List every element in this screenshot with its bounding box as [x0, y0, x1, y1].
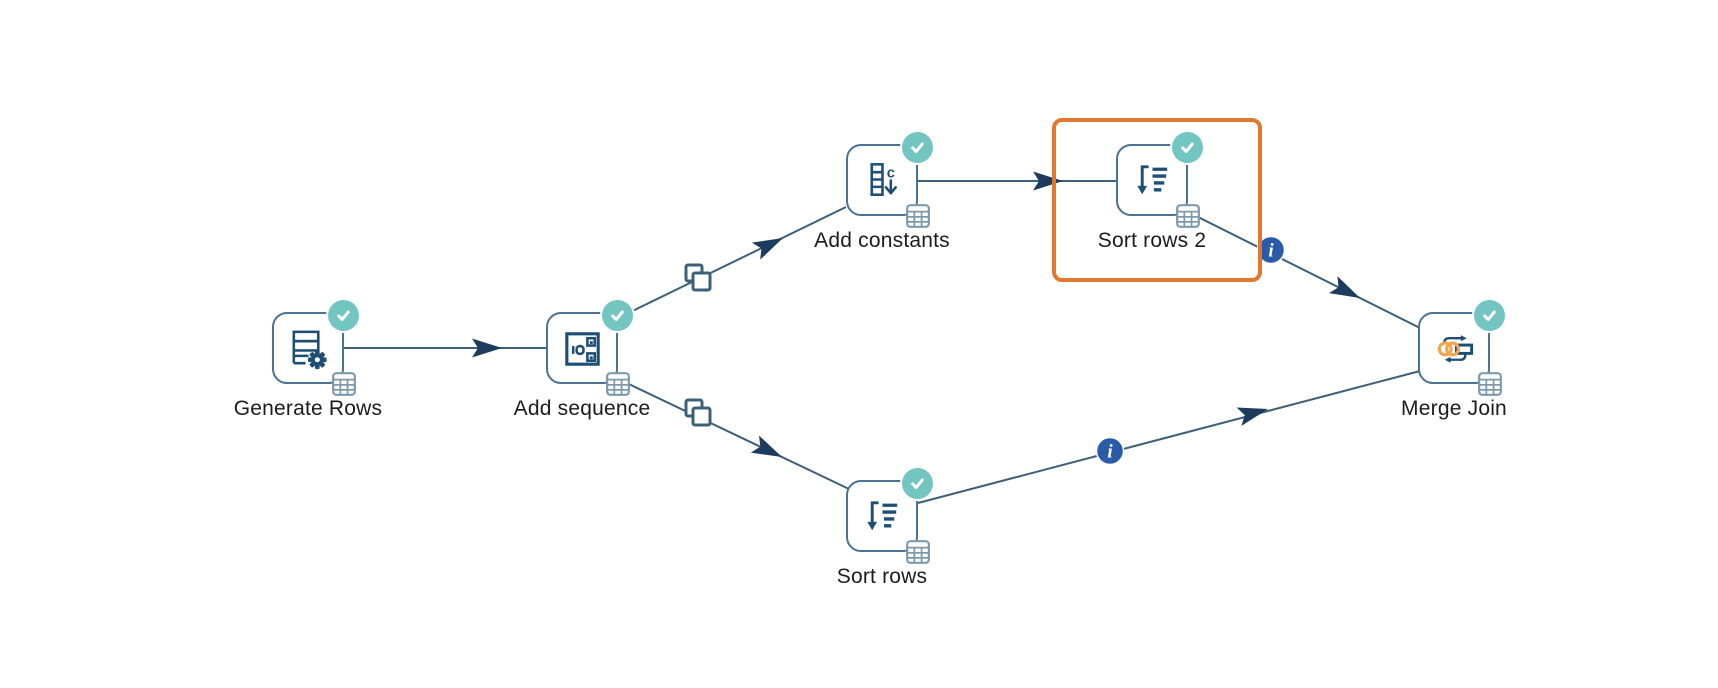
arrowhead-icon: [472, 338, 502, 358]
add-sequence-icon: [559, 325, 606, 372]
status-check-badge: [602, 300, 633, 331]
node-label: Sort rows: [836, 565, 928, 588]
check-icon: [911, 142, 924, 153]
status-check-badge: [328, 300, 359, 331]
info-glyph: i: [1107, 442, 1113, 463]
status-check-badge: [902, 468, 933, 499]
pipeline-node-add-constants[interactable]: Add constants: [814, 132, 950, 252]
node-label: Merge Join: [1401, 397, 1507, 420]
data-grid-icon[interactable]: [605, 371, 631, 397]
arrowhead-icon: [1236, 407, 1268, 426]
node-label: Add constants: [814, 229, 950, 252]
data-grid-icon[interactable]: [1175, 203, 1201, 229]
check-icon: [1181, 142, 1194, 153]
data-grid-icon[interactable]: [331, 371, 357, 397]
hop-line[interactable]: [611, 206, 847, 322]
sort-rows-icon: [859, 493, 906, 540]
check-icon: [1483, 310, 1496, 321]
hop-info-icon[interactable]: i: [1095, 436, 1125, 466]
pipeline-node-generate-rows[interactable]: Generate Rows: [234, 300, 382, 420]
status-check-badge: [902, 132, 933, 163]
data-grid-icon[interactable]: [1477, 371, 1503, 397]
arrowhead-icon: [1328, 276, 1360, 298]
copy-rows-icon: [684, 398, 712, 427]
hop-line[interactable]: [917, 370, 1421, 504]
pipeline-node-sort-rows-2[interactable]: Sort rows 2: [1098, 132, 1206, 252]
merge-join-icon: [1431, 325, 1478, 372]
data-grid-icon[interactable]: [905, 539, 931, 565]
hop-line[interactable]: [611, 375, 850, 490]
hop-edge: [611, 206, 847, 322]
pipeline-node-sort-rows[interactable]: Sort rows: [837, 468, 933, 588]
hop-edge: [344, 338, 546, 358]
hop-line[interactable]: [1187, 211, 1421, 329]
arrowhead-icon: [750, 435, 782, 457]
hop-info-icon[interactable]: i: [1256, 235, 1286, 265]
hop-edge: i: [1187, 211, 1421, 329]
node-label: Sort rows 2: [1097, 229, 1207, 252]
check-icon: [337, 310, 350, 321]
arrowhead-icon: [1033, 171, 1063, 191]
node-label: Generate Rows: [233, 397, 383, 420]
status-check-badge: [1474, 300, 1505, 331]
pipeline-node-add-sequence[interactable]: Add sequence: [514, 300, 650, 420]
hop-edge: i: [917, 370, 1421, 504]
hop-edge: [611, 375, 850, 490]
sort-rows-icon: [1129, 157, 1176, 204]
add-constants-icon: [859, 157, 906, 204]
data-grid-icon[interactable]: [905, 203, 931, 229]
pipeline-node-merge-join[interactable]: Merge Join: [1401, 300, 1507, 420]
selection-highlight: [1052, 118, 1262, 282]
arrowhead-icon: [751, 238, 783, 260]
info-glyph: i: [1268, 241, 1274, 262]
node-label: Add sequence: [513, 397, 651, 420]
hop-edge: [918, 171, 1116, 191]
copy-rows-icon: [684, 263, 712, 292]
generate-rows-icon: [285, 325, 332, 372]
status-check-badge: [1172, 132, 1203, 163]
check-icon: [611, 310, 624, 321]
check-icon: [911, 478, 924, 489]
